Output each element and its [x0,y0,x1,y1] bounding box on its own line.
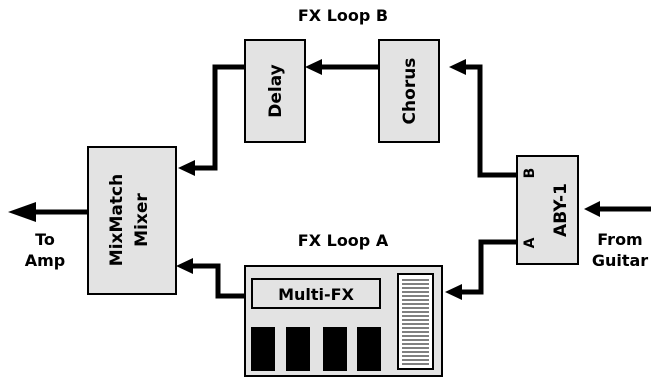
to-amp-label-line2: Amp [25,251,66,270]
chorus-label: Chorus [400,58,420,125]
mixer-label-line2: Mixer [132,193,152,247]
multifx-footswitch-3 [323,327,347,371]
arrow-into-mixer-bottom [176,258,193,274]
arrow-into-mixer-top [178,160,195,176]
arrow-into-delay [305,59,322,75]
aby-1-label: ABY-1 [551,183,571,237]
mixer-label-line1: MixMatch [107,174,127,266]
aby-1-switcher: ABY-1 B A [516,155,579,265]
from-guitar-label-line1: From [597,230,642,249]
multifx-expression-pedal [397,273,434,370]
chorus-box [378,39,440,143]
arrow-into-chorus [449,59,466,75]
arrow-to-amp [8,202,36,222]
multi-fx-unit: Multi-FX [244,265,443,377]
arrow-into-multifx [445,284,462,300]
multifx-to-mixer-wire [193,263,245,299]
arrow-into-aby [584,201,600,217]
multifx-display [251,278,381,309]
multifx-label: Multi-FX [278,285,355,304]
multifx-footswitch-2 [286,327,310,371]
aby-port-a-label: A [522,237,538,248]
delay-to-mixer-wire [195,64,245,171]
fx-loop-a-title: FX Loop A [298,231,389,250]
mixmatch-mixer: MixMatch Mixer [87,146,177,295]
aby-1-box [516,155,579,265]
delay-label: Delay [266,64,286,118]
fx-loop-b-title: FX Loop B [298,6,388,25]
signal-wires [34,64,651,299]
aby-b-to-chorus-wire [464,64,517,178]
delay-box [244,39,306,143]
delay-pedal: Delay [244,39,306,143]
to-amp-label-line1: To [35,230,55,249]
arrowheads [8,59,600,300]
multifx-footswitch-1 [251,327,275,371]
from-guitar-label-line2: Guitar [592,251,648,270]
multifx-footswitch-4 [357,327,381,371]
aby-a-to-multifx-wire [460,239,517,295]
aby-port-b-label: B [522,168,538,179]
expression-pedal-ridges [402,279,429,365]
mixer-box [87,146,177,295]
chorus-pedal: Chorus [378,39,440,143]
